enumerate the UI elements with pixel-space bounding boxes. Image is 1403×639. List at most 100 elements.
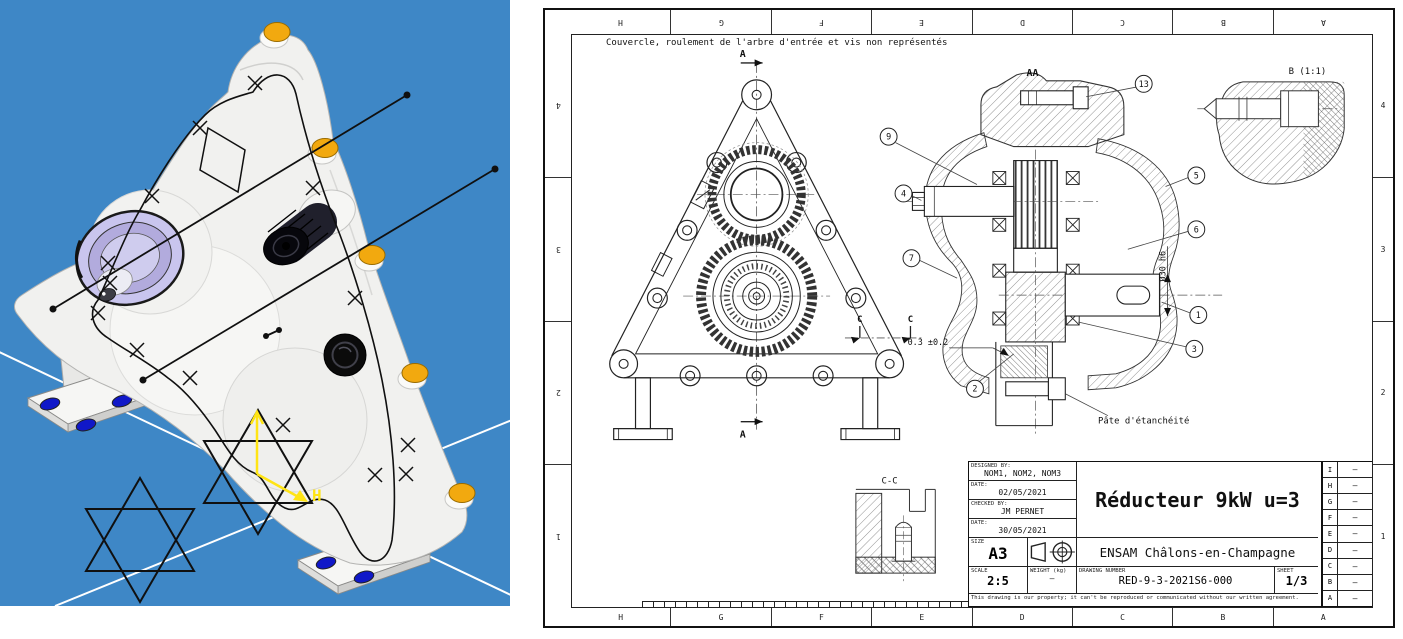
construction-line bbox=[142, 168, 496, 381]
zone-letter: B bbox=[1220, 17, 1226, 27]
balloon: 6 bbox=[1187, 220, 1206, 239]
detail-cc-label: C-C bbox=[882, 476, 898, 486]
bolt-hole bbox=[315, 556, 337, 570]
hexagram-sketch bbox=[84, 476, 196, 604]
zone-number: 2 bbox=[555, 388, 561, 398]
zone-letter: G bbox=[718, 17, 724, 27]
revision-table: I– H– G– F– E– D– C– bbox=[1322, 461, 1372, 607]
axis-h-label: H bbox=[312, 486, 322, 505]
weight-cell: WEIGHT (kg) – bbox=[1028, 567, 1077, 594]
section-aa-label: AA bbox=[1027, 68, 1039, 79]
svg-text:13: 13 bbox=[1139, 79, 1149, 89]
balloon: 1 bbox=[1189, 306, 1208, 324]
projection-symbol-cell bbox=[1028, 538, 1077, 567]
drawing-sheet: H G F E D C B A H G F E D C B A 4 3 2 1 … bbox=[543, 8, 1395, 628]
lower-extension bbox=[995, 341, 1066, 427]
balloon: 4 bbox=[894, 184, 913, 203]
svg-text:7: 7 bbox=[909, 253, 914, 263]
cut-c-left-label: C bbox=[857, 315, 862, 325]
zone-letter: C bbox=[1120, 17, 1125, 27]
cad-3d-canvas: H bbox=[0, 0, 516, 607]
zone-letter: F bbox=[819, 612, 824, 622]
revision-row: D– bbox=[1323, 542, 1372, 559]
zone-number: 3 bbox=[555, 244, 561, 254]
view-labels: AA B (1:1) C-C A A C C Ø30 h6 0.3 ±0.2 P… bbox=[740, 49, 1327, 487]
drawing-canvas: 13 9 4 5 6 bbox=[609, 49, 1345, 582]
svg-text:9: 9 bbox=[886, 132, 891, 142]
scale-value: 2:5 bbox=[987, 574, 1009, 588]
balloon-callouts: 13 9 4 5 6 bbox=[879, 74, 1208, 398]
first-angle-projection-icon bbox=[1030, 540, 1075, 564]
revision-row: H– bbox=[1323, 478, 1372, 495]
zone-letter: C bbox=[1120, 612, 1125, 622]
construction-line bbox=[52, 94, 408, 310]
sealant-label: Pâte d'étanchéité bbox=[1098, 416, 1189, 427]
revision-row: I– bbox=[1323, 462, 1372, 479]
sheet-cell: SHEET 1/3 bbox=[1275, 567, 1318, 594]
svg-text:5: 5 bbox=[1194, 170, 1199, 180]
input-shaft bbox=[904, 185, 1099, 217]
dim-clearance-arrow bbox=[949, 347, 1009, 356]
zone-number: 2 bbox=[1380, 388, 1386, 398]
top-bolt bbox=[1020, 86, 1089, 110]
detail-cc-pin bbox=[891, 515, 916, 582]
reference-scale-bar bbox=[642, 601, 972, 607]
border-columns-bottom: H G F E D C B A bbox=[571, 608, 1373, 626]
line-endpoints bbox=[49, 91, 499, 384]
border-rows-right: 4 3 2 1 bbox=[1373, 34, 1393, 608]
drawing-number-value: RED-9-3-2021S6-000 bbox=[1118, 575, 1233, 587]
bolt-hole bbox=[39, 397, 61, 411]
designed-by-value: NOM1, NOM2, NOM3 bbox=[983, 469, 1062, 478]
revision-row: F– bbox=[1323, 510, 1372, 527]
title-cell: Réducteur 9kW u=3 bbox=[1077, 462, 1318, 538]
zone-letter: B bbox=[1220, 612, 1226, 622]
section-arrows-c bbox=[844, 325, 925, 344]
zone-letter: H bbox=[618, 612, 624, 622]
legal-notice: This drawing is our property; it can't b… bbox=[971, 595, 1299, 601]
date-designed-cell: DATE: 02/05/2021 bbox=[969, 481, 1077, 500]
spline-coupler bbox=[263, 203, 337, 266]
bolt-hole bbox=[75, 418, 97, 432]
section-view-aa bbox=[904, 72, 1223, 434]
detail-view-cc bbox=[855, 488, 936, 582]
cut-c-right-label: C bbox=[908, 315, 913, 325]
weight-value: – bbox=[1049, 574, 1055, 583]
zone-letter: F bbox=[819, 17, 824, 27]
drawing-area: 13 9 4 5 6 bbox=[571, 34, 1373, 608]
zone-letter: A bbox=[1320, 17, 1326, 27]
drawing-number-cell: DRAWING NUMBER RED-9-3-2021S6-000 bbox=[1077, 567, 1275, 594]
checked-by-cell: CHECKED BY: JM PERNET bbox=[969, 500, 1077, 519]
drain-plug bbox=[323, 333, 367, 377]
section-a-top-label: A bbox=[740, 49, 746, 60]
sketch-point-markers bbox=[90, 75, 416, 483]
date-designed-value: 02/05/2021 bbox=[998, 488, 1047, 497]
zone-letter: E bbox=[919, 17, 925, 27]
cad-3d-viewport[interactable]: H bbox=[0, 0, 516, 607]
checked-by-value: JM PERNET bbox=[1000, 507, 1045, 516]
revision-row: C– bbox=[1323, 558, 1372, 575]
axis-triad: H bbox=[249, 409, 322, 505]
designed-by-cell: DESIGNED BY: NOM1, NOM2, NOM3 bbox=[969, 462, 1077, 481]
revision-row: B– bbox=[1323, 574, 1372, 591]
svg-text:3: 3 bbox=[1192, 344, 1197, 354]
section-arrow-a-top bbox=[740, 59, 763, 67]
size-cell: SIZE A3 bbox=[969, 538, 1028, 567]
balloon: 13 bbox=[1134, 74, 1153, 93]
section-a-bottom-label: A bbox=[740, 430, 746, 441]
balloon: 7 bbox=[902, 249, 921, 268]
zone-number: 3 bbox=[1380, 244, 1386, 254]
zone-letter: E bbox=[919, 612, 925, 622]
zone-number: 4 bbox=[1380, 100, 1386, 110]
balloon: 9 bbox=[879, 127, 898, 146]
organization-name: ENSAM Châlons-en-Champagne bbox=[1099, 544, 1296, 560]
dim-shaft-text: Ø30 h6 bbox=[1158, 251, 1168, 282]
revision-row: G– bbox=[1323, 494, 1372, 511]
output-gear bbox=[683, 235, 831, 357]
balloon: 5 bbox=[1187, 166, 1206, 185]
sealant-leader bbox=[1065, 393, 1109, 417]
border-rows-left: 4 3 2 1 bbox=[545, 34, 571, 608]
svg-text:2: 2 bbox=[972, 384, 977, 394]
dim-clearance-text: 0.3 ±0.2 bbox=[908, 337, 949, 347]
zone-letter: D bbox=[1019, 17, 1025, 27]
